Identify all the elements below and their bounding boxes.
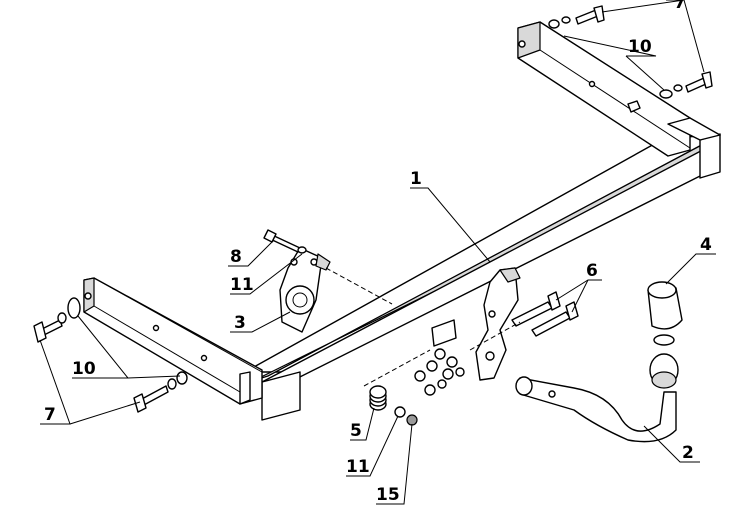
bolt-8 bbox=[263, 229, 307, 254]
callout-1: 1 bbox=[410, 169, 422, 189]
callout-7-left: 7 bbox=[44, 405, 56, 425]
callout-15: 15 bbox=[376, 485, 400, 505]
leader-lines bbox=[39, 0, 716, 505]
callout-11-socket: 11 bbox=[230, 275, 254, 295]
socket-plate-3 bbox=[279, 247, 331, 333]
callout-4: 4 bbox=[700, 235, 712, 255]
callout-labels: 1 2 3 4 5 6 7 7 8 10 10 11 11 15 bbox=[44, 0, 712, 505]
callout-10-right: 10 bbox=[628, 37, 652, 57]
spring-washer-5 bbox=[369, 385, 418, 426]
callout-3: 3 bbox=[234, 313, 246, 333]
assembly-lines bbox=[325, 267, 521, 387]
right-fasteners bbox=[548, 5, 713, 99]
callout-2: 2 bbox=[682, 443, 694, 463]
callout-11-lower: 11 bbox=[346, 457, 370, 477]
callout-10-left: 10 bbox=[72, 359, 96, 379]
ball-cap-4 bbox=[647, 281, 683, 346]
right-side-bracket bbox=[517, 21, 721, 157]
callout-8: 8 bbox=[230, 247, 242, 267]
left-fasteners bbox=[33, 297, 188, 413]
bolts-6 bbox=[511, 291, 579, 337]
callout-6: 6 bbox=[586, 261, 598, 281]
left-side-bracket bbox=[83, 277, 263, 405]
center-fasteners bbox=[414, 348, 465, 396]
callout-7-top: 7 bbox=[674, 0, 686, 13]
ball-neck-2 bbox=[515, 353, 679, 443]
callout-5: 5 bbox=[350, 421, 362, 441]
ball-mount-plate bbox=[431, 267, 521, 381]
